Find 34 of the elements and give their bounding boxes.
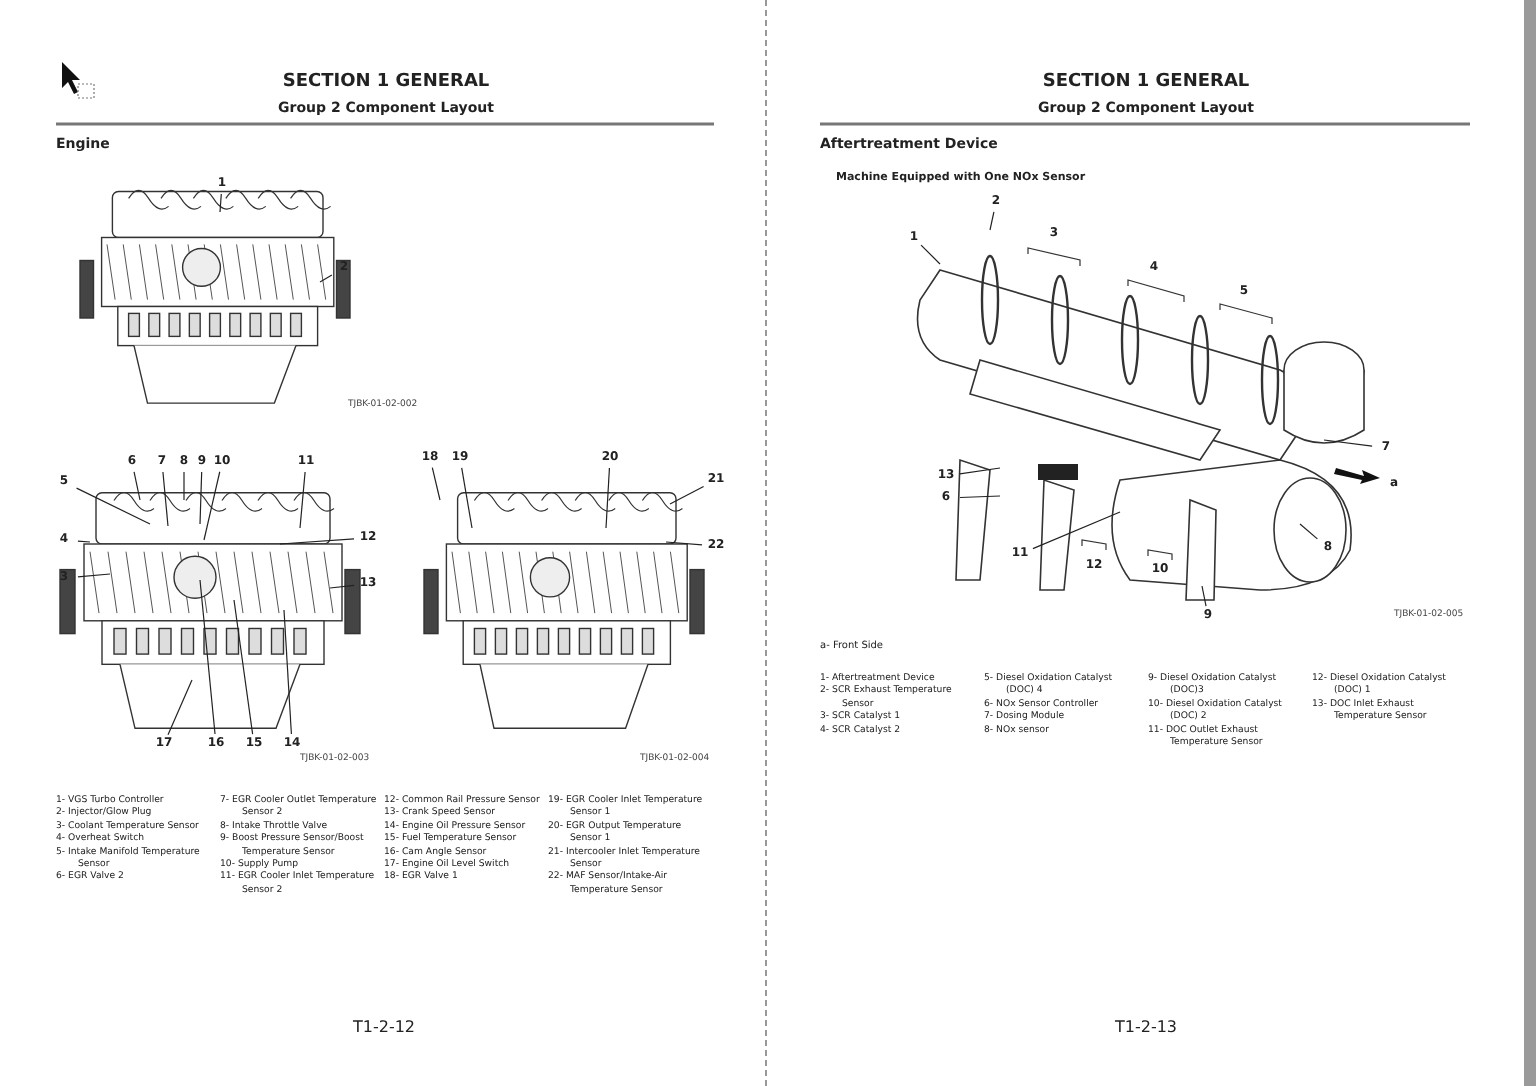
leader-line [959, 467, 1001, 475]
leader-line [203, 471, 221, 541]
leader-line [219, 193, 222, 213]
leader-line [1201, 585, 1207, 607]
leader-line [283, 609, 292, 735]
leader-line [183, 471, 185, 501]
page-number: T1-2-12 [352, 1018, 416, 1036]
leader-line [1032, 511, 1121, 550]
leader-line [329, 584, 355, 589]
leader-line [167, 679, 193, 736]
page-number: T1-2-13 [1114, 1018, 1178, 1036]
leader-line [199, 579, 216, 735]
leader-line [233, 599, 254, 735]
leader-line [1323, 439, 1373, 447]
leader-line [77, 540, 91, 543]
leader-line [319, 274, 333, 283]
leader-line [133, 471, 141, 501]
leader-line [199, 471, 203, 525]
leader-line [959, 495, 1001, 499]
leader-line [665, 541, 703, 546]
leader-line [669, 485, 705, 505]
section-title: SECTION 1 GENERAL [1042, 72, 1250, 92]
leader-line [989, 211, 995, 231]
leader-line [299, 471, 306, 529]
leader-line [279, 538, 355, 545]
leader-line [920, 244, 941, 265]
leader-line [76, 487, 151, 525]
leader-line [431, 467, 441, 501]
section-title: SECTION 1 GENERAL [282, 72, 490, 92]
leader-line [461, 467, 473, 529]
leader-line [162, 471, 169, 527]
leader-line [1299, 523, 1318, 540]
leader-line [605, 467, 611, 529]
leader-line [77, 573, 111, 578]
